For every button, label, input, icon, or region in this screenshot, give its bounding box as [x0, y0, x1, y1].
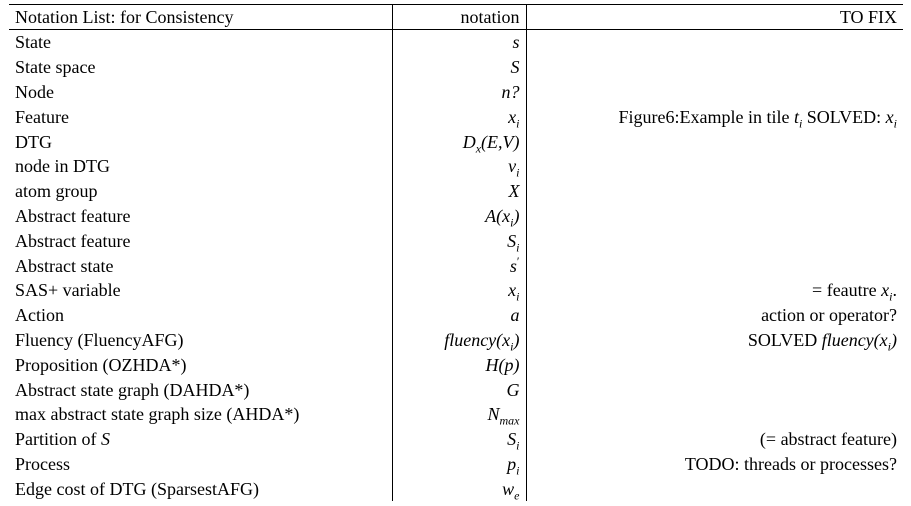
- table-row: max abstract state graph size (AHDA*)Nma…: [9, 401, 903, 427]
- row-to-fix: Figure6:Example in tile ti SOLVED: xi: [618, 106, 897, 131]
- header-row: Notation List: for Consistency notation …: [9, 4, 903, 30]
- row-notation: G: [392, 377, 527, 402]
- notation-table-container: Notation List: for Consistency notation …: [9, 4, 903, 501]
- row-name: Abstract feature: [9, 228, 393, 254]
- row-notation: s′: [392, 253, 527, 278]
- row-notation: Si: [392, 426, 527, 452]
- row-notation: s: [392, 29, 527, 55]
- table-row: Fluency (FluencyAFG)fluency(xi) SOLVED fl…: [9, 327, 903, 354]
- row-to-fix: [526, 55, 903, 80]
- row-notation: vi: [392, 153, 527, 179]
- row-to-fix: action or operator?: [761, 305, 897, 326]
- row-name: max abstract state graph size (AHDA*): [9, 401, 393, 427]
- row-to-fix: [526, 30, 903, 55]
- row-name: DTG: [9, 129, 393, 154]
- row-name: Feature: [9, 104, 393, 130]
- notation-table: Notation List: for Consistency notation …: [9, 4, 903, 501]
- row-to-fix: (= abstract feature): [759, 429, 897, 450]
- row-to-fix: [526, 476, 903, 501]
- table-row: Abstract state graph (DAHDA*)G: [9, 377, 903, 402]
- row-name: Process: [9, 451, 393, 477]
- row-name: State space: [9, 54, 393, 80]
- row-to-fix: = feautre xi.: [812, 280, 897, 304]
- row-notation: xi: [392, 104, 527, 129]
- row-notation: A(xi): [392, 203, 527, 229]
- row-name: Action: [9, 302, 393, 328]
- row-to-fix: [526, 377, 903, 402]
- row-name: State: [9, 29, 393, 55]
- row-name: SAS+ variable: [9, 277, 393, 303]
- row-name: Abstract state: [9, 253, 393, 278]
- row-name: Abstract feature: [9, 203, 393, 229]
- row-notation: Nmax: [392, 401, 527, 427]
- row-name: node in DTG: [9, 153, 393, 179]
- row-name: Abstract state graph (DAHDA*): [9, 377, 393, 402]
- row-name: Fluency (FluencyAFG): [9, 327, 393, 353]
- row-to-fix: [526, 402, 903, 427]
- row-notation: pi: [392, 451, 527, 477]
- header-to-fix: TO FIX: [839, 7, 897, 27]
- row-name: Partition of S: [9, 426, 393, 452]
- row-name: Proposition (OZHDA*): [9, 352, 393, 378]
- header-name: Notation List: for Consistency: [9, 4, 393, 30]
- row-notation: xi: [392, 277, 527, 303]
- row-to-fix: TODO: threads or processes?: [684, 453, 897, 474]
- row-notation: fluency(xi): [392, 327, 527, 353]
- table-row: Proposition (OZHDA*)H(p): [9, 352, 903, 378]
- row-notation: Dx(E,V): [392, 129, 527, 154]
- row-to-fix: [526, 253, 903, 278]
- row-to-fix: SOLVED fluency(xi): [747, 329, 897, 354]
- table-row: Edge cost of DTG (SparsestAFG)we: [9, 476, 903, 501]
- row-notation: Si: [392, 228, 527, 253]
- row-to-fix: [526, 228, 903, 253]
- row-notation: we: [392, 476, 527, 501]
- row-to-fix: [526, 179, 903, 204]
- row-to-fix: [526, 154, 903, 179]
- row-name: atom group: [9, 178, 393, 204]
- row-to-fix: [526, 352, 903, 377]
- row-to-fix: [526, 129, 903, 154]
- header-notation: notation: [392, 4, 527, 30]
- row-notation: a: [392, 302, 527, 328]
- row-name: Edge cost of DTG (SparsestAFG): [9, 476, 393, 502]
- row-to-fix: [526, 80, 903, 105]
- row-notation: X: [392, 178, 527, 204]
- row-to-fix: [526, 204, 903, 229]
- row-notation: H(p): [392, 352, 527, 378]
- row-name: Node: [9, 79, 393, 105]
- row-notation: S: [392, 54, 527, 80]
- row-notation: n?: [392, 79, 527, 105]
